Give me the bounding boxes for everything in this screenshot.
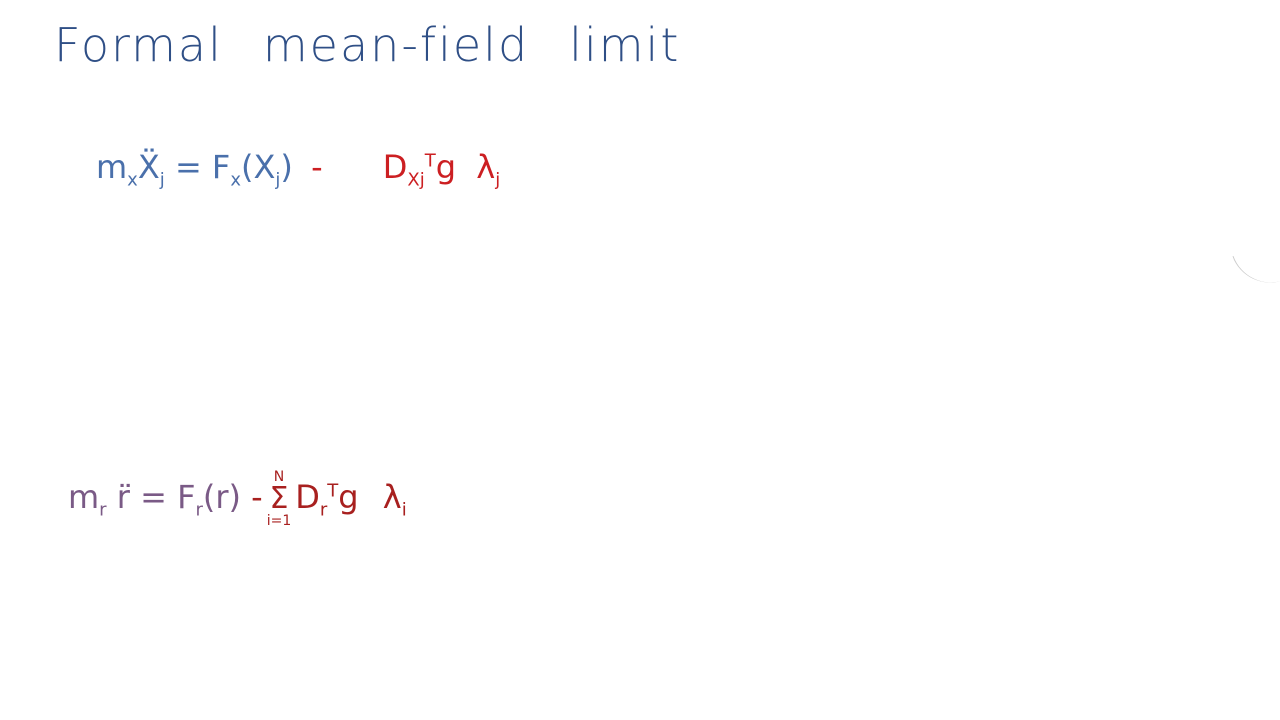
jacobian-subscript: Xj xyxy=(407,169,425,191)
force: F xyxy=(211,148,231,186)
transpose: T xyxy=(327,480,339,502)
stray-pen-stroke xyxy=(1232,242,1280,294)
mass-subscript: r xyxy=(99,499,107,521)
mass: m xyxy=(96,148,128,186)
title-word: Formal xyxy=(54,18,223,72)
constraint-g: g xyxy=(435,148,457,186)
paren: ) xyxy=(280,148,293,186)
title-word: limit xyxy=(569,18,681,72)
eq2-lhs: mr r̈ = Fr(r) xyxy=(68,478,251,520)
force-arg: (r) xyxy=(202,478,241,516)
equals: = xyxy=(174,148,202,186)
page-title: Formal mean-field limit xyxy=(54,18,720,72)
multiplier: λ xyxy=(382,478,402,516)
force-subscript: x xyxy=(230,169,241,191)
minus: - xyxy=(251,478,263,516)
equals: = xyxy=(140,478,167,516)
arg-subscript: j xyxy=(275,169,281,191)
mass-subscript: x xyxy=(127,169,138,191)
equation-particle: mxẌj = Fx(Xj) - DXjTg λj xyxy=(96,148,500,190)
sum-symbol: Σ xyxy=(269,481,289,516)
jacobian: D xyxy=(295,478,320,516)
transpose: T xyxy=(424,150,436,172)
jacobian-subscript: r xyxy=(319,499,328,521)
eq1-lhs: mxẌj = Fx(Xj) xyxy=(96,148,303,190)
sum-upper: N xyxy=(273,469,285,485)
minus: - xyxy=(311,148,323,186)
jacobian: D xyxy=(382,148,408,186)
constraint-g: g xyxy=(338,478,359,516)
force-arg: (X xyxy=(240,148,276,186)
acceleration: Ẍ xyxy=(137,148,160,186)
force-subscript: r xyxy=(195,499,203,521)
force: F xyxy=(177,478,196,516)
index: j xyxy=(159,169,165,191)
eq1-constraint-term: DXjTg λj xyxy=(382,148,500,190)
multiplier: λ xyxy=(476,148,496,186)
acceleration: r̈ xyxy=(116,478,130,516)
mass: m xyxy=(68,478,100,516)
multiplier-subscript: j xyxy=(495,169,501,191)
title-word: mean-field xyxy=(262,18,530,72)
multiplier-subscript: i xyxy=(401,499,407,521)
sum-lower: i=1 xyxy=(266,513,292,529)
